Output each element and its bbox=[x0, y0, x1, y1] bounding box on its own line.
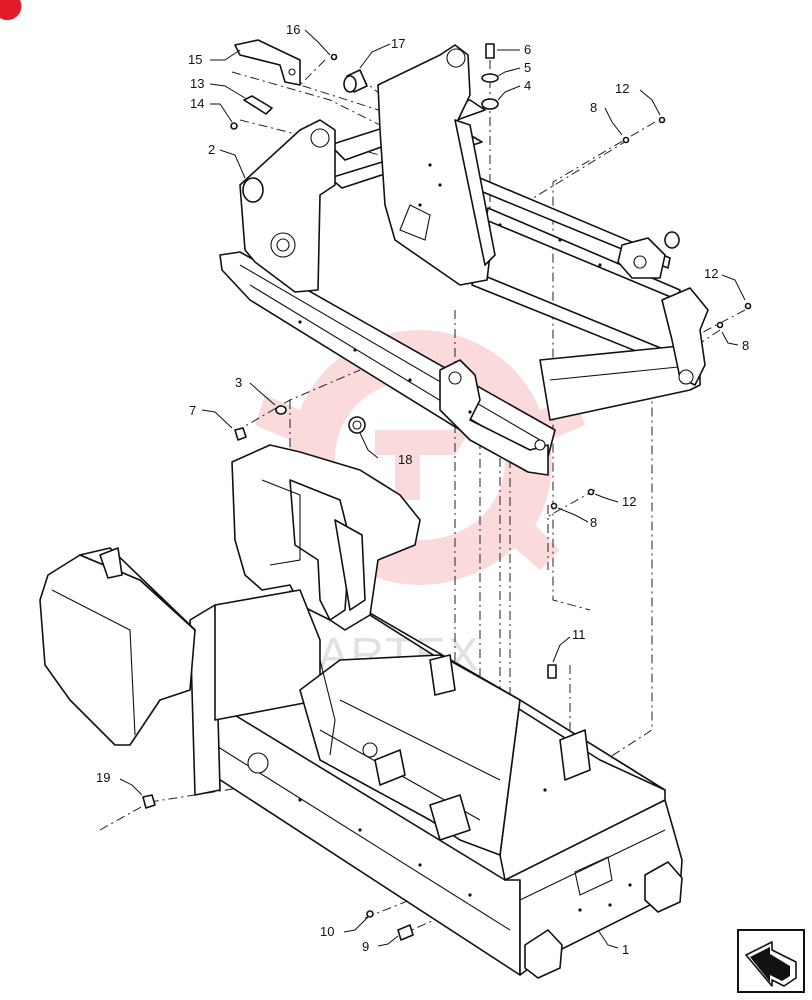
callout-14: 14 bbox=[190, 96, 204, 111]
callout-12-top: 12 bbox=[615, 81, 629, 96]
callout-labels: 1 2 3 4 5 6 7 8 8 8 9 10 11 12 12 12 13 … bbox=[96, 22, 749, 957]
callout-13: 13 bbox=[190, 76, 204, 91]
upper-frame bbox=[219, 44, 709, 476]
callout-8-top: 8 bbox=[590, 100, 597, 115]
callout-18: 18 bbox=[398, 452, 412, 467]
callout-12-right: 12 bbox=[704, 266, 718, 281]
callout-15: 15 bbox=[188, 52, 202, 67]
callout-7: 7 bbox=[189, 403, 196, 418]
callout-9: 9 bbox=[362, 939, 369, 954]
callout-5: 5 bbox=[524, 60, 531, 75]
next-page-arrow-icon[interactable] bbox=[737, 929, 805, 993]
callout-4: 4 bbox=[524, 78, 531, 93]
callout-1: 1 bbox=[622, 942, 629, 957]
callout-2: 2 bbox=[208, 142, 215, 157]
callout-11: 11 bbox=[572, 627, 586, 642]
corner-marker bbox=[0, 0, 22, 21]
callout-6: 6 bbox=[524, 42, 531, 57]
callout-19: 19 bbox=[96, 770, 110, 785]
callout-8-middle: 8 bbox=[590, 515, 597, 530]
callout-3: 3 bbox=[235, 375, 242, 390]
callout-17: 17 bbox=[391, 36, 405, 51]
callout-10: 10 bbox=[320, 924, 334, 939]
hardware bbox=[142, 39, 752, 941]
callout-16: 16 bbox=[286, 22, 300, 37]
callout-leaders bbox=[119, 29, 746, 949]
main-chassis bbox=[189, 444, 683, 979]
callout-8-right: 8 bbox=[742, 338, 749, 353]
callout-12-middle: 12 bbox=[622, 494, 636, 509]
side-cover bbox=[39, 547, 196, 746]
